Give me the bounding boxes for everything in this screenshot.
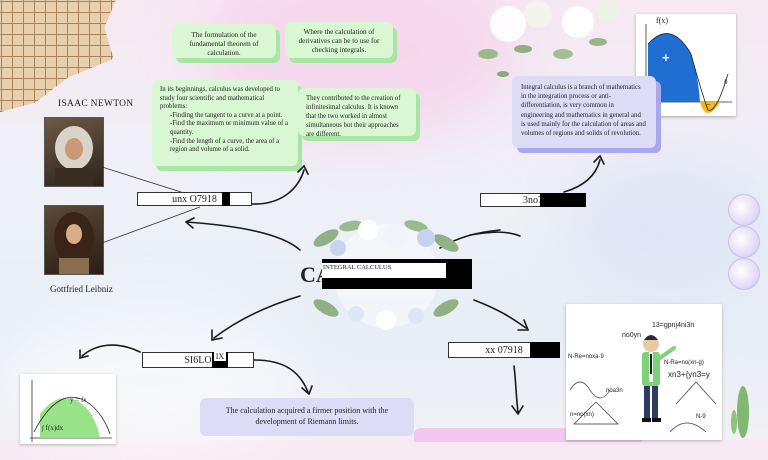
beginnings-item: -Find the length of a curve, the area of…: [170, 137, 280, 154]
beginnings-intro: In its beginnings, calculus was develope…: [160, 86, 280, 111]
math-board-panel: 13=gpnj4ni3n no0yn N-Re=noxa-9 N-Ra=no(x…: [566, 304, 722, 440]
nav-circle-3[interactable]: [728, 258, 760, 290]
arrows-layer: [79, 154, 605, 416]
graph-top-minus: −: [706, 100, 711, 109]
redaction-block: [222, 192, 230, 206]
leibniz-portrait-icon: [54, 212, 94, 274]
label-left-bottom: SI6LO: [142, 352, 254, 368]
board-eq-4: N-Ra=no(xn-g): [664, 360, 704, 366]
label-left-bottom-suffix: IX: [214, 352, 226, 361]
graph-bottom-y-label: y = fx: [70, 396, 87, 404]
cactus-icon: [731, 386, 749, 438]
center-title-small: INTEGRAL CALCULUS: [322, 263, 446, 278]
nav-circle-2[interactable]: [728, 226, 760, 258]
flowers-top-icon: [478, 0, 620, 77]
note-contribution: They contributed to the creation of infi…: [298, 88, 416, 138]
note-beginnings: In its beginnings, calculus was develope…: [152, 80, 298, 166]
graph-bottom-plot: [30, 380, 112, 442]
board-eq-1: 13=gpnj4ni3n: [652, 322, 695, 329]
board-eq-8: N-9: [696, 414, 706, 420]
board-eq-2: no0yn: [622, 332, 642, 339]
note-derivatives: Where the calculation of derivatives can…: [285, 22, 393, 58]
label-left-bottom-text: SI6LO: [184, 355, 212, 366]
graph-top-fx-label: f(x): [656, 16, 668, 25]
board-eq-6: noa3n: [606, 388, 623, 394]
note-integral: Integral calculus is a branch of mathema…: [512, 76, 656, 148]
board-eq-7: n=no(xn): [570, 412, 594, 418]
nav-circle-1[interactable]: [728, 194, 760, 226]
note-fundamental-theorem: The formulation of the fundamental theor…: [172, 24, 276, 58]
redaction-block: [530, 342, 560, 358]
graph-top-b: b: [724, 78, 728, 86]
leibniz-portrait: [44, 205, 104, 275]
graph-bottom-integral: ∫ f(x)dx: [42, 424, 64, 432]
newton-name: ISAAC NEWTON: [58, 99, 134, 109]
board-eq-5: xn3+{yn3=y: [668, 370, 710, 379]
beginnings-item: -Finding the tangent to a curve at a poi…: [170, 111, 283, 119]
graph-top-plus: +: [662, 50, 670, 65]
note-riemann: The calculation acquired a firmer positi…: [200, 398, 414, 436]
math-board-sketches: [569, 335, 717, 433]
label-right-bottom-text: xx 07918: [485, 345, 523, 356]
newton-portrait-icon: [55, 126, 93, 186]
label-left-top-text: unx O7918: [172, 194, 217, 205]
beginnings-item: -Find the maximum or minimum value of a …: [170, 120, 288, 136]
board-eq-3: N-Re=noxa-9: [568, 354, 604, 360]
label-right-top-text: 3no7: [523, 195, 543, 206]
leibniz-name: Gottfried Leibniz: [50, 284, 113, 294]
newton-portrait: [44, 117, 104, 187]
redaction-block: [540, 193, 586, 207]
graph-bottom-panel: y = fx ∫ f(x)dx: [20, 374, 116, 444]
